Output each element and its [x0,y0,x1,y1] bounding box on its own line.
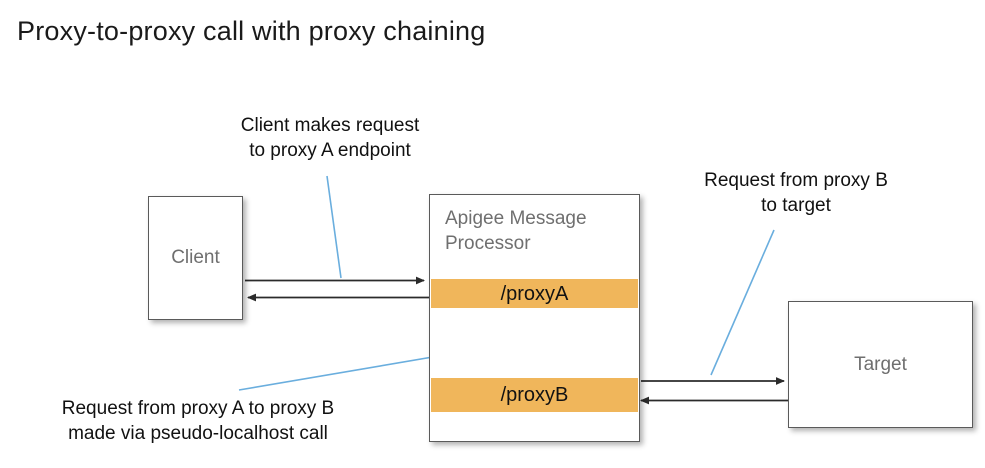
message-processor-label: Apigee Message Processor [445,208,587,254]
leader-line-target-request [710,229,775,376]
annotation-chaining-request: Request from proxy A to proxy B made via… [61,398,335,444]
client-node[interactable]: Client [148,196,243,320]
proxy-a-band[interactable]: /proxyA [431,279,638,308]
proxy-b-label: /proxyB [500,384,569,406]
leader-line-client-request [326,175,342,279]
proxy-b-band[interactable]: /proxyB [431,378,638,412]
page-title: Proxy-to-proxy call with proxy chaining [17,16,486,46]
proxy-a-label: /proxyA [500,282,569,305]
target-node[interactable]: Target [788,301,973,428]
annotation-target-request: Request from proxy B to target [704,170,888,216]
client-label: Client [171,247,220,268]
target-label: Target [854,353,907,375]
annotation-client-request: Client makes request to proxy A endpoint [240,115,420,161]
